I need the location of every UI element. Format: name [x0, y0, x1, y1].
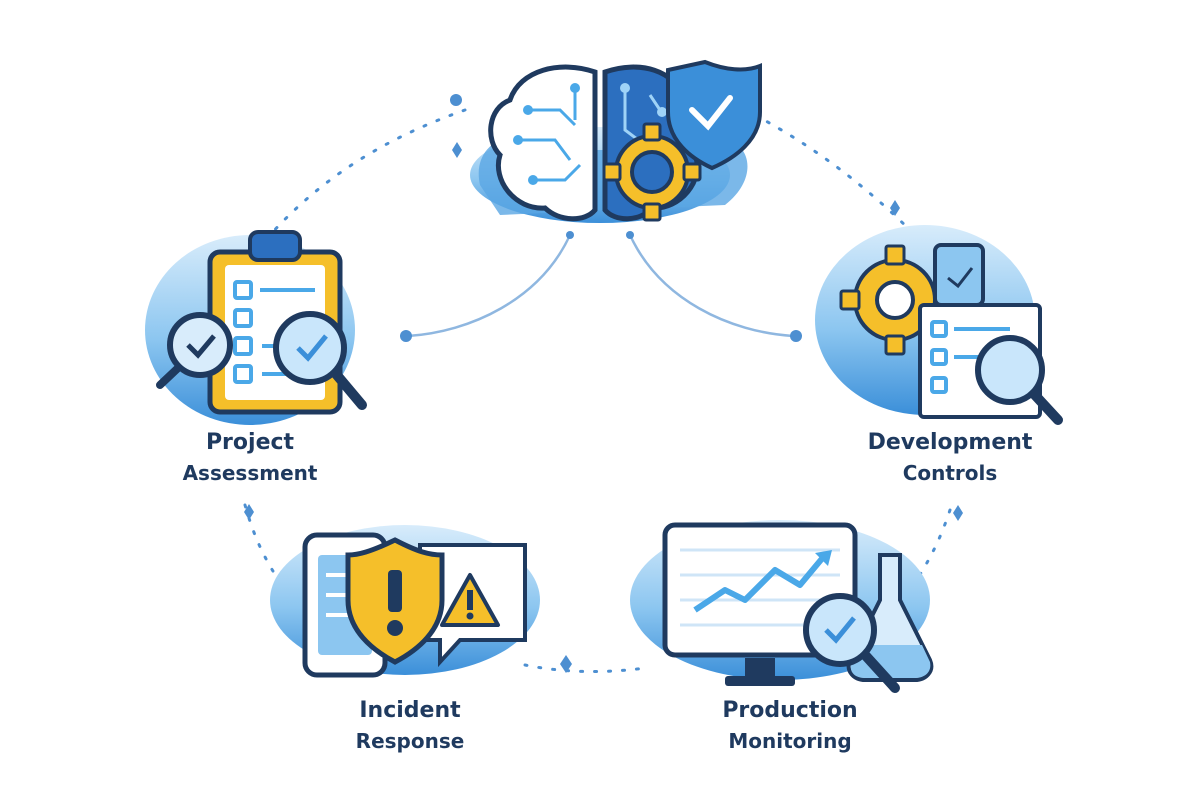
- stage-label-line1: Development: [867, 430, 1033, 455]
- stage-label-project-assessment: Project Assessment: [150, 428, 350, 488]
- stage-label-line2: Response: [355, 729, 465, 753]
- ai-brain-shield-gear-icon: [470, 59, 762, 223]
- gear-checklist-icon: [815, 225, 1063, 425]
- center-links: [407, 234, 794, 338]
- monitor-chart-icon: [630, 520, 934, 693]
- stage-label-line2: Controls: [902, 461, 998, 485]
- stage-label-development-controls: Development Controls: [840, 428, 1060, 488]
- stage-label-line1: Project: [205, 430, 295, 455]
- shield-warning-icon: [270, 525, 540, 678]
- stage-label-line2: Assessment: [182, 461, 318, 485]
- clipboard-checklist-icon: [145, 230, 367, 425]
- stage-label-line1: Incident: [359, 698, 461, 723]
- sparkle-decorations: [244, 94, 963, 673]
- stage-label-production-monitoring: Production Monitoring: [680, 696, 900, 756]
- stage-label-incident-response: Incident Response: [310, 696, 510, 756]
- stage-label-line2: Monitoring: [728, 729, 852, 753]
- stage-label-line1: Production: [722, 698, 858, 723]
